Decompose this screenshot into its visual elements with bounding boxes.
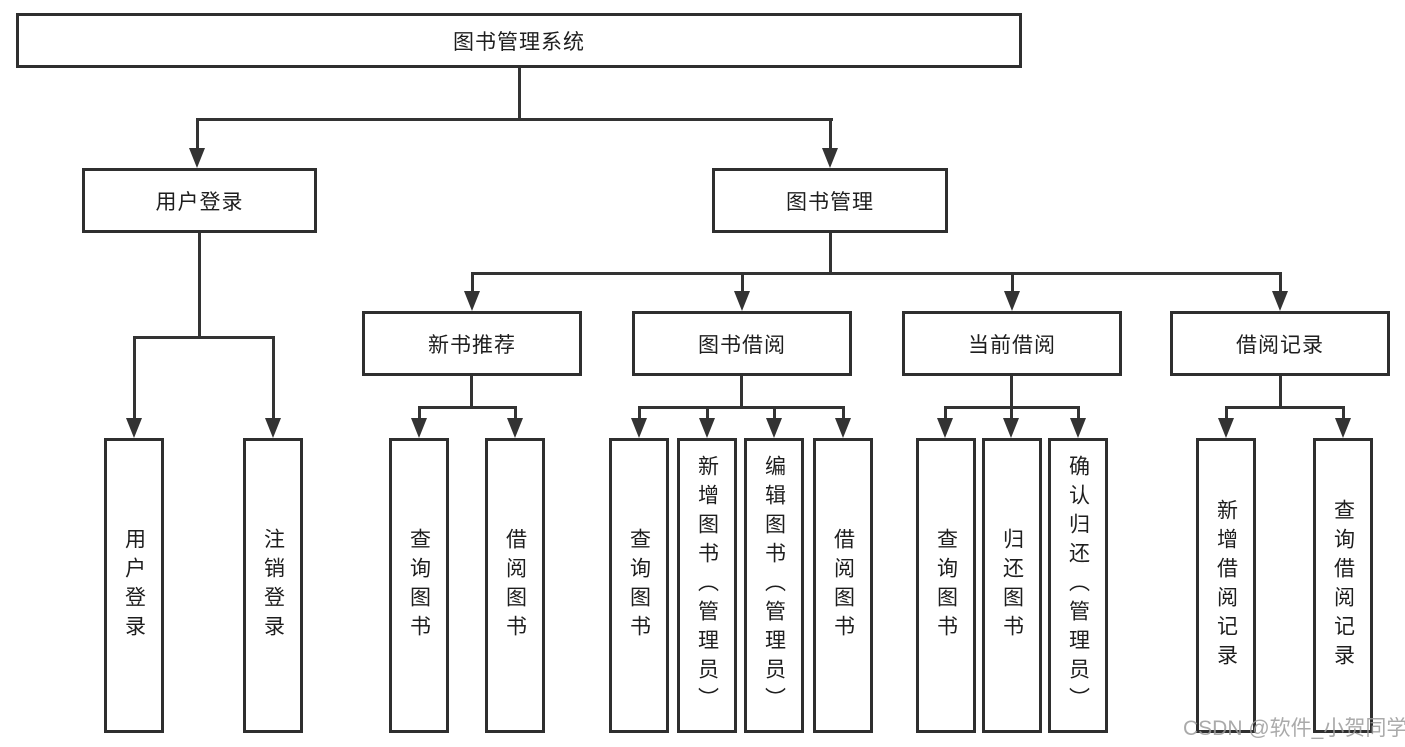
node-label: 图书管理 — [786, 190, 874, 214]
arrow-down-icon — [937, 418, 953, 438]
connector-line — [842, 406, 845, 428]
connector-line — [1279, 272, 1282, 296]
leaf-borrow-books: 借阅图书 — [813, 438, 873, 733]
node-label: 新增借阅记录 — [1214, 498, 1238, 673]
node-label: 图书管理系统 — [453, 30, 585, 54]
node-label: 借阅图书 — [503, 527, 527, 644]
node-label: 当前借阅 — [968, 333, 1056, 357]
arrow-down-icon — [507, 418, 523, 438]
connector-line — [471, 272, 474, 296]
node-label: 归还图书 — [1000, 527, 1024, 644]
node-label: 查询图书 — [627, 527, 651, 644]
connector-line — [514, 406, 517, 428]
connector-line — [1279, 376, 1282, 409]
arrow-down-icon — [1272, 291, 1288, 311]
leaf-query-books-current: 查询图书 — [916, 438, 976, 733]
connector-line — [829, 118, 832, 150]
connector-line — [418, 406, 421, 428]
arrow-down-icon — [835, 418, 851, 438]
arrow-down-icon — [631, 418, 647, 438]
node-label: 图书借阅 — [698, 333, 786, 357]
connector-line — [272, 336, 275, 428]
leaf-query-books-borrow: 查询图书 — [609, 438, 669, 733]
node-label: 新书推荐 — [428, 333, 516, 357]
node-book-borrowing: 图书借阅 — [632, 311, 852, 376]
arrow-down-icon — [1218, 418, 1234, 438]
arrow-down-icon — [189, 148, 205, 168]
node-label: 查询图书 — [407, 527, 431, 644]
node-borrowing-records: 借阅记录 — [1170, 311, 1390, 376]
node-current-borrowing: 当前借阅 — [902, 311, 1122, 376]
arrow-down-icon — [734, 291, 750, 311]
arrow-down-icon — [464, 291, 480, 311]
connector-line — [198, 233, 201, 339]
csdn-watermark: CSDN @软件_小贺同学 — [1183, 717, 1405, 740]
leaf-confirm-return-admin: 确认归还（管理员） — [1048, 438, 1108, 733]
connector-line — [944, 406, 947, 428]
connector-line — [133, 336, 275, 339]
connector-line — [471, 272, 1282, 275]
node-library-system: 图书管理系统 — [16, 13, 1022, 68]
connector-line — [638, 406, 641, 428]
connector-line — [773, 406, 776, 428]
arrow-down-icon — [1003, 418, 1019, 438]
node-user-login: 用户登录 — [82, 168, 317, 233]
leaf-return-book: 归还图书 — [982, 438, 1042, 733]
arrow-down-icon — [766, 418, 782, 438]
connector-line — [133, 336, 136, 428]
node-label: 用户登录 — [122, 527, 146, 644]
leaf-query-books-recommend: 查询图书 — [389, 438, 449, 733]
leaf-user-login: 用户登录 — [104, 438, 164, 733]
connector-line — [518, 68, 521, 118]
arrow-down-icon — [265, 418, 281, 438]
arrow-down-icon — [1004, 291, 1020, 311]
leaf-query-borrow-record: 查询借阅记录 — [1313, 438, 1373, 733]
arrow-down-icon — [411, 418, 427, 438]
connector-line — [829, 233, 832, 275]
node-label: 查询图书 — [934, 527, 958, 644]
connector-line — [1011, 272, 1014, 296]
connector-line — [740, 376, 743, 409]
connector-line — [1225, 406, 1228, 428]
connector-line — [638, 406, 845, 409]
node-new-book-recommendation: 新书推荐 — [362, 311, 582, 376]
node-label: 注销登录 — [261, 527, 285, 644]
connector-line — [196, 118, 199, 150]
connector-line — [741, 272, 744, 296]
leaf-add-book-admin: 新增图书（管理员） — [677, 438, 737, 733]
node-label: 确认归还（管理员） — [1066, 455, 1090, 716]
leaf-edit-book-admin: 编辑图书（管理员） — [744, 438, 804, 733]
leaf-borrow-books-recommend: 借阅图书 — [485, 438, 545, 733]
node-label: 编辑图书（管理员） — [762, 455, 786, 716]
connector-line — [196, 118, 833, 121]
connector-line — [470, 376, 473, 409]
connector-line — [1010, 376, 1013, 409]
node-book-management: 图书管理 — [712, 168, 948, 233]
node-label: 用户登录 — [155, 190, 244, 214]
connector-line — [1077, 406, 1080, 428]
arrow-down-icon — [1335, 418, 1351, 438]
connector-line — [1010, 406, 1013, 428]
arrow-down-icon — [822, 148, 838, 168]
node-label: 借阅图书 — [831, 527, 855, 644]
node-label: 查询借阅记录 — [1331, 498, 1355, 673]
arrow-down-icon — [699, 418, 715, 438]
arrow-down-icon — [126, 418, 142, 438]
leaf-add-borrow-record: 新增借阅记录 — [1196, 438, 1256, 733]
node-label: 新增图书（管理员） — [695, 455, 719, 716]
arrow-down-icon — [1070, 418, 1086, 438]
node-label: 借阅记录 — [1236, 333, 1324, 357]
leaf-logout: 注销登录 — [243, 438, 303, 733]
connector-line — [418, 406, 517, 409]
connector-line — [706, 406, 709, 428]
connector-line — [1342, 406, 1345, 428]
connector-line — [1225, 406, 1345, 409]
